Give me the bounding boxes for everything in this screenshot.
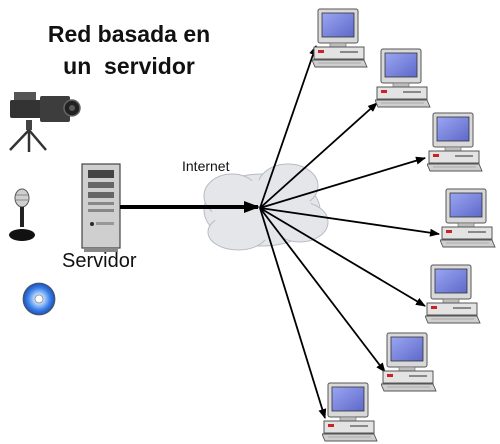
arrow-to-computer-7	[259, 207, 327, 419]
arrow-to-computer-3	[259, 156, 426, 209]
microphone-icon	[9, 188, 35, 241]
computer-icon	[312, 8, 368, 68]
computer-icon	[322, 382, 378, 442]
title-line-1: Red basada en	[47, 21, 211, 47]
computer-icon	[440, 188, 496, 248]
computer-icon	[427, 112, 483, 172]
arrow-to-computer-5	[259, 207, 426, 307]
diagram-title: Red basada en un servidor	[24, 18, 234, 82]
internet-label: Internet	[182, 158, 230, 174]
arrow-to-computer-4	[259, 207, 440, 237]
computer-icon	[425, 264, 481, 324]
video-camera-icon	[9, 92, 81, 152]
arrow-to-computer-6	[259, 207, 386, 373]
computer-icon	[381, 332, 437, 392]
server-label: Servidor	[62, 250, 137, 272]
cd-disc-icon	[22, 282, 56, 316]
title-line-2: un servidor	[63, 53, 195, 79]
arrow-to-computer-2	[259, 102, 378, 209]
computer-icon	[375, 48, 431, 108]
server-tower-icon	[81, 163, 121, 252]
connection-arrows	[259, 45, 440, 419]
arrow-to-computer-1	[259, 45, 317, 209]
